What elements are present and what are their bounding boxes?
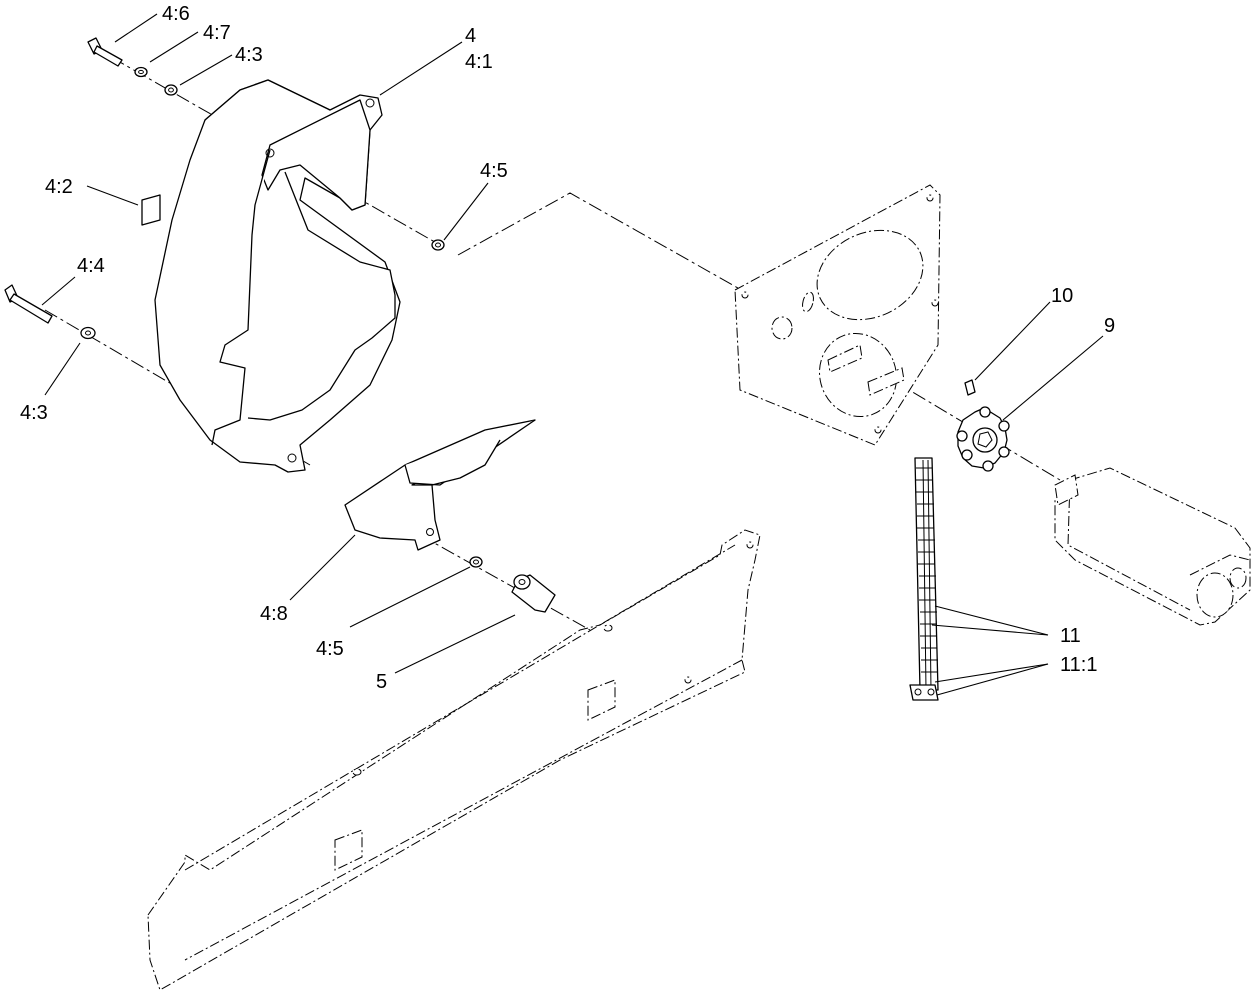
lower-guard [344,419,536,551]
motor [1054,467,1251,626]
nut-bottom [469,556,483,568]
hardware-left [4,284,96,340]
set-screw [964,379,976,396]
hardware-top [87,37,178,96]
callouts: 4:6 4:7 4:3 4 4:1 4:2 4:5 4:4 4:3 10 9 4… [20,3,1115,693]
callout-4-3-top: 4:3 [235,44,263,66]
callout-4: 4 [465,25,476,47]
callout-4-4: 4:4 [77,255,105,277]
spacer [511,574,556,613]
frame-rail [147,529,761,991]
callout-9: 9 [1104,315,1115,337]
callout-4-5-top: 4:5 [480,160,508,182]
callout-4-3-left: 4:3 [20,402,48,424]
callout-11: 11 [1060,625,1081,647]
nut-top [431,239,445,251]
master-link [909,684,939,701]
leader-lines [41,13,1104,696]
callout-4-7: 4:7 [203,22,231,44]
callout-4-8: 4:8 [260,603,288,625]
callout-10: 10 [1051,285,1073,307]
callout-11-1: 11:1 [1060,654,1097,676]
chain [914,457,939,691]
callout-4-5-bottom: 4:5 [316,638,344,660]
belt-guard [154,79,401,473]
mounting-plate [734,184,941,446]
callout-4-2: 4:2 [45,176,73,198]
decal [141,194,161,226]
callout-4-6: 4:6 [162,3,190,25]
callout-4-1: 4:1 [465,51,493,73]
callout-5: 5 [376,671,387,693]
sprocket [956,406,1010,472]
